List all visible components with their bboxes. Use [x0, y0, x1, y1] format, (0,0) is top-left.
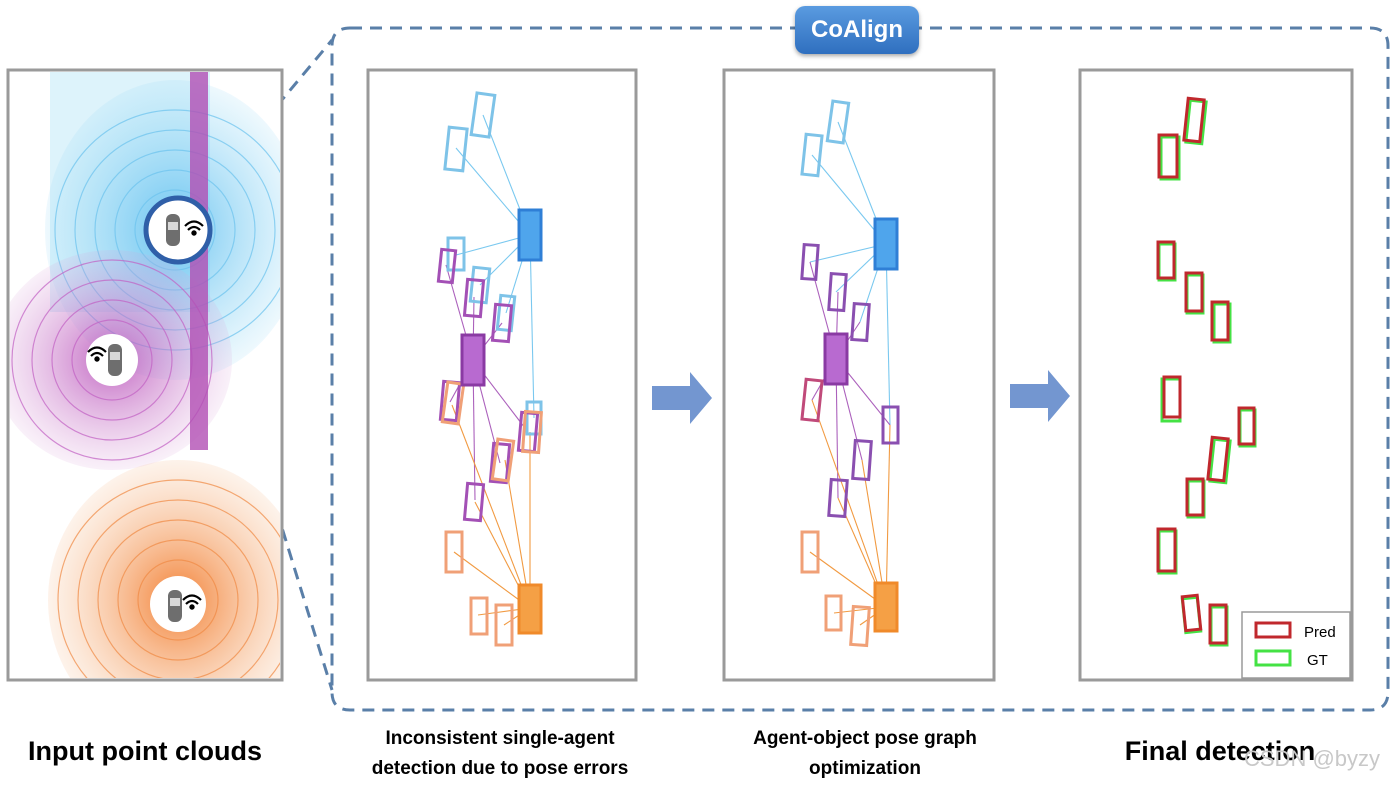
- wifi-icon: [182, 594, 202, 610]
- agent-box-blue: [873, 217, 899, 271]
- caption-line: Agent-object pose graph: [753, 728, 977, 749]
- pose-graph-panel: [722, 68, 996, 682]
- inconsistent-detection-panel: [366, 68, 638, 682]
- caption-input-point-clouds: Input point clouds: [28, 736, 262, 766]
- final-detection-panel: Pred GT: [1078, 68, 1354, 682]
- agent-box-orange: [517, 583, 543, 635]
- caption-final-detection: Final detection: [1124, 736, 1316, 766]
- caption-inconsistent-detection: Inconsistent single-agent detection due …: [345, 724, 655, 784]
- right-arrow-icon: [652, 372, 712, 424]
- car-icon: [166, 214, 180, 246]
- caption-line: optimization: [809, 758, 921, 779]
- wifi-icon: [184, 220, 204, 236]
- caption-pose-graph: Agent-object pose graph optimization: [715, 724, 1015, 784]
- legend-pred-swatch: [1254, 621, 1292, 639]
- legend-pred-label: Pred: [1304, 624, 1336, 641]
- wifi-icon: [87, 346, 107, 362]
- car-icon: [168, 590, 182, 622]
- caption-line: detection due to pose errors: [371, 758, 629, 779]
- coalign-dashed-border: [330, 26, 1390, 712]
- coalign-badge: CoAlign: [795, 6, 919, 54]
- right-arrow-icon: [1010, 370, 1070, 422]
- watermark: CSDN @byzy: [1244, 746, 1381, 771]
- agent-box-purple: [823, 332, 849, 386]
- legend-gt-label: GT: [1307, 652, 1328, 669]
- agent-box-blue: [517, 208, 543, 262]
- caption-line: Inconsistent single-agent: [385, 728, 615, 749]
- input-point-cloud-panel: [6, 68, 284, 682]
- agent-box-orange: [873, 581, 899, 633]
- legend-gt-swatch: [1254, 649, 1292, 667]
- agent-box-purple: [460, 333, 486, 387]
- car-icon: [108, 344, 122, 376]
